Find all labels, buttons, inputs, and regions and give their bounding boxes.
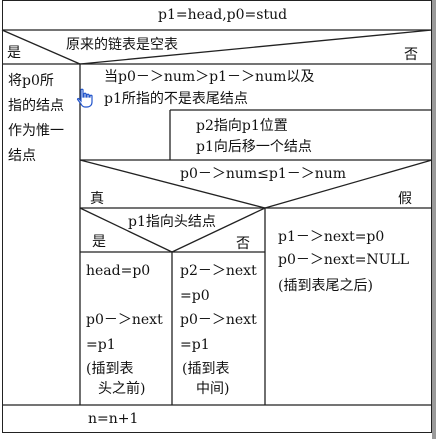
frame-edge [432, 0, 436, 439]
empty-branch-line-2: 指的结点 [8, 98, 64, 114]
loop-condition-line-2: p1所指的不是表尾结点 [104, 91, 248, 107]
loop-body-line-1: p2指向p1位置 [196, 118, 288, 134]
diagonal-compare-left [79, 159, 266, 209]
diagonal-head-left [79, 207, 173, 253]
diagonal-head-right [171, 207, 266, 253]
init-statement: p1=head,p0=stud [158, 7, 288, 23]
head-insert-line-4: (插到表 [86, 361, 134, 377]
empty-branch-line-3: 作为惟一 [8, 123, 64, 139]
compare-question: p0－＞num≤p1－＞num [180, 166, 347, 182]
empty-branch-line-1: 将p0所 [8, 73, 54, 89]
middle-insert-line-3: p0－＞next [180, 312, 257, 328]
middle-insert-line-6: 中间) [196, 381, 230, 397]
diagonal-empty-left [1, 29, 81, 65]
head-insert-line-5: 头之前) [98, 381, 146, 397]
head-yes-label: 是 [92, 234, 106, 250]
middle-insert-line-4: =p1 [180, 337, 210, 353]
empty-yes-label: 是 [7, 45, 21, 61]
diagonal-empty-right [79, 29, 433, 65]
empty-list-question: 原来的链表是空表 [66, 37, 178, 53]
compare-false-label: 假 [398, 191, 412, 207]
head-insert-line-1: head=p0 [86, 263, 151, 279]
hand-pointer-icon [76, 88, 93, 108]
nassi-shneiderman-diagram [2, 0, 432, 433]
diagonal-compare-right [264, 159, 433, 209]
loop-body-line-2: p1向后移一个结点 [196, 139, 312, 155]
middle-insert-line-5: (插到表 [182, 361, 230, 377]
empty-no-label: 否 [404, 47, 418, 63]
middle-insert-line-1: p2－＞next [180, 263, 257, 279]
empty-branch-line-4: 结点 [8, 148, 36, 164]
head-question: p1指向头结点 [128, 214, 216, 230]
head-insert-line-2: p0－＞next [86, 312, 163, 328]
head-insert-line-3: =p1 [86, 337, 116, 353]
tail-insert-line-3: (插到表尾之后) [278, 278, 373, 294]
tail-insert-line-2: p0－＞next=NULL [278, 252, 410, 268]
increment-statement: n=n+1 [88, 411, 139, 427]
loop-condition-line-1: 当p0－＞num＞p1－＞num以及 [104, 69, 315, 85]
middle-insert-line-2: =p0 [180, 288, 210, 304]
head-no-label: 否 [236, 236, 250, 252]
tail-insert-line-1: p1－＞next=p0 [278, 229, 385, 245]
compare-true-label: 真 [90, 191, 104, 207]
